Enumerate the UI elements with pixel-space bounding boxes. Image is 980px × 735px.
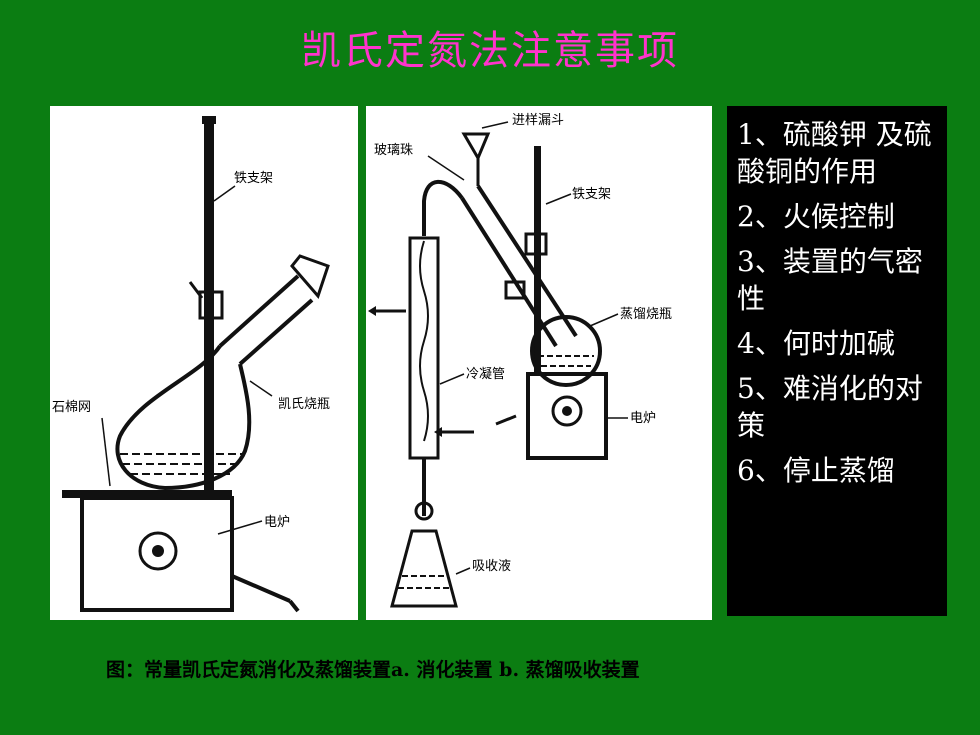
note-item: 5、难消化的对策 (737, 372, 923, 442)
label-stand: 铁支架 (572, 187, 611, 202)
distillation-apparatus-figure: 进样漏斗 玻璃珠 铁支架 蒸馏烧瓶 冷凝管 电炉 吸收液 (366, 106, 712, 620)
note-item: 4、何时加碱 (737, 327, 895, 360)
page-title: 凯氏定氮法注意事项 (301, 28, 679, 74)
label-distillation-flask: 蒸馏烧瓶 (620, 307, 672, 322)
label-stove: 电炉 (630, 411, 656, 426)
digestion-apparatus-figure: 铁支架 凯氏烧瓶 石棉网 电炉 (50, 106, 358, 620)
label-condenser: 冷凝管 (466, 366, 505, 382)
figure-caption: 图：常量凯氏定氮消化及蒸馏装置a. 消化装置 b. 蒸馏吸收装置 (106, 659, 640, 681)
label-stove: 电炉 (264, 515, 290, 530)
label-kjeldahl-flask: 凯氏烧瓶 (278, 397, 330, 412)
label-stand: 铁支架 (234, 171, 273, 186)
note-item: 3、装置的气密性 (737, 245, 923, 315)
label-glass-bead: 玻璃珠 (374, 143, 413, 158)
label-sample-funnel: 进样漏斗 (512, 112, 564, 128)
label-absorbing-solution: 吸收液 (472, 559, 511, 574)
distillation-apparatus-drawing: 进样漏斗 玻璃珠 铁支架 蒸馏烧瓶 冷凝管 电炉 吸收液 (368, 112, 672, 608)
notes-panel: 1、硫酸钾 及硫酸铜的作用 2、火候控制 3、装置的气密性 4、何时加碱 5、难… (727, 106, 947, 616)
note-item: 2、火候控制 (737, 200, 895, 233)
note-item: 1、硫酸钾 及硫酸铜的作用 (737, 118, 932, 188)
digestion-apparatus-drawing: 铁支架 凯氏烧瓶 石棉网 电炉 (52, 116, 330, 613)
note-item: 6、停止蒸馏 (737, 454, 895, 487)
label-asbestos-gauze: 石棉网 (52, 400, 91, 415)
